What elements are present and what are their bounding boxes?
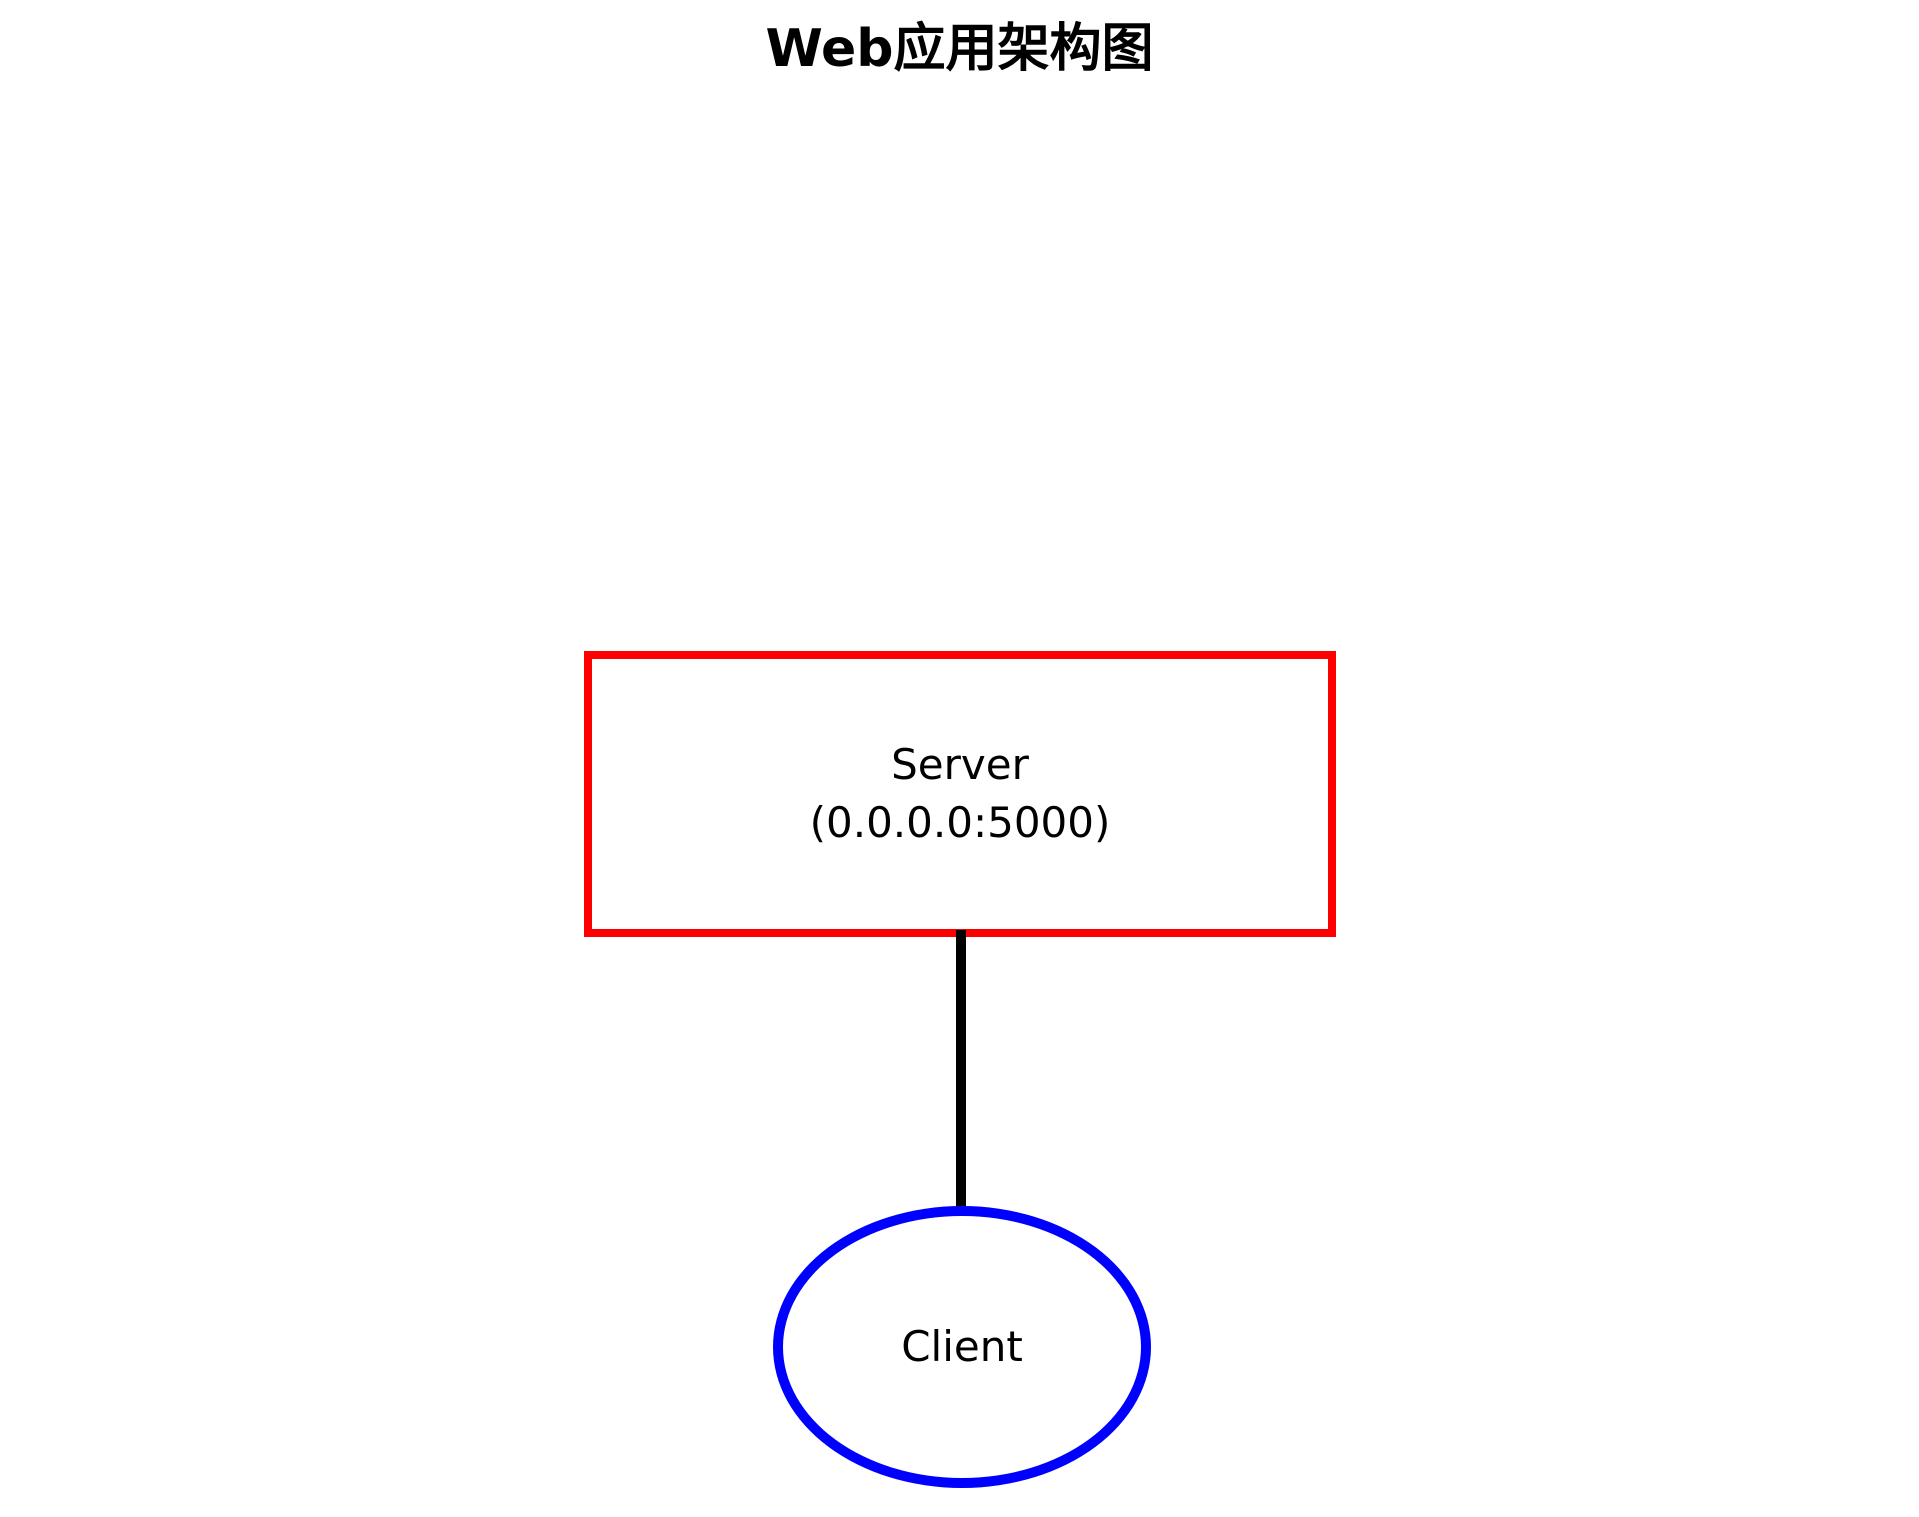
node-server-label-line1: Server bbox=[891, 740, 1029, 789]
node-client[interactable]: Client bbox=[773, 1206, 1151, 1488]
edge-server-to-client bbox=[956, 930, 966, 1215]
page-title: Web应用架构图 bbox=[765, 19, 1154, 79]
node-server-label-line2: (0.0.0.0:5000) bbox=[809, 798, 1111, 847]
node-server[interactable]: Server (0.0.0.0:5000) bbox=[584, 651, 1336, 937]
node-client-label: Client bbox=[901, 1322, 1023, 1371]
